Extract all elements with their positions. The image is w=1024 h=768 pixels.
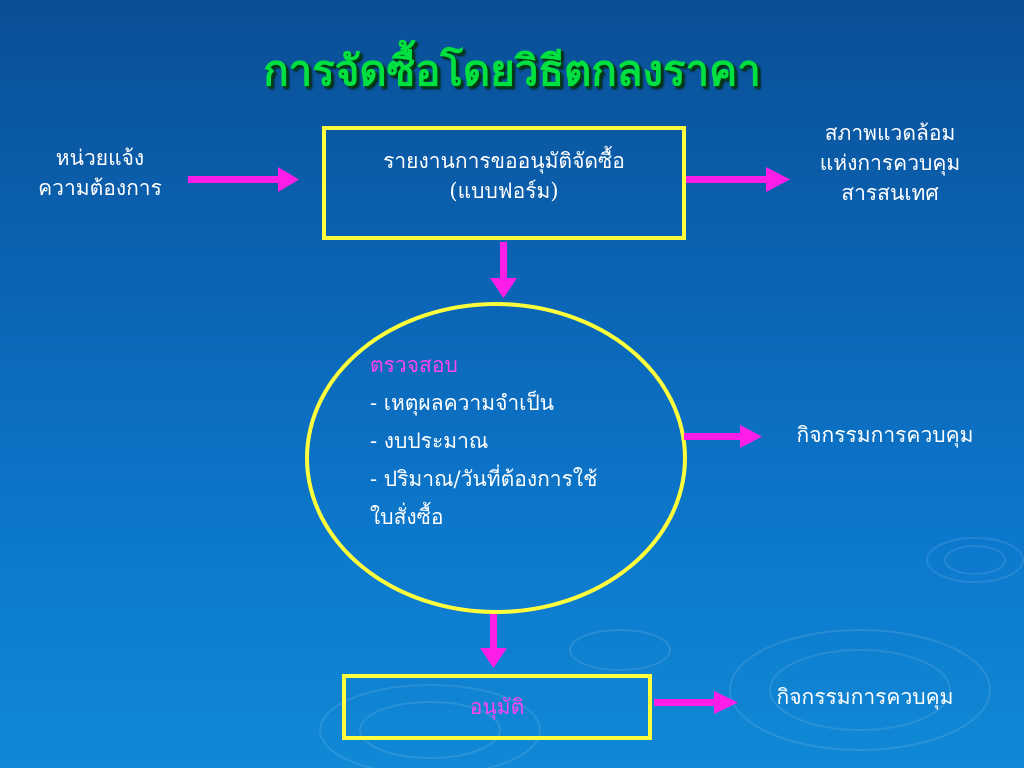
requester-line-1: หน่วยแจ้ง	[55, 146, 145, 170]
report-box-line-1: รายงานการขออนุมัติจัดซื้อ	[383, 149, 625, 173]
requester-line-2: ความต้องการ	[38, 176, 162, 200]
approve-box: อนุมัติ	[342, 674, 652, 740]
check-item-quantity-date: - ปริมาณ/วันที่ต้องการใช้	[370, 467, 598, 491]
check-heading: ตรวจสอบ	[370, 353, 458, 377]
arrow-requester-to-report	[188, 167, 299, 192]
check-ellipse	[305, 302, 687, 614]
control-environment-line-1: สภาพแวดล้อม	[824, 121, 956, 145]
arrow-check-to-control-activity	[684, 425, 762, 448]
slide-title: การจัดซื้อโดยวิธีตกลงราคา	[263, 46, 761, 95]
report-box: รายงานการขออนุมัติจัดซื้อ (แบบฟอร์ม)	[322, 126, 686, 240]
check-item-reason: - เหตุผลความจำเป็น	[370, 391, 555, 415]
arrow-report-to-check	[490, 242, 517, 298]
requester-label: หน่วยแจ้ง ความต้องการ	[10, 143, 190, 203]
check-item-budget: - งบประมาณ	[370, 429, 489, 453]
report-box-line-2: (แบบฟอร์ม)	[449, 179, 559, 203]
arrow-check-to-approve	[480, 614, 507, 668]
control-activity-label-1: กิจกรรมการควบคุม	[796, 423, 974, 447]
approve-label: อนุมัติ	[469, 695, 525, 719]
control-activity-label-2: กิจกรรมการควบคุม	[776, 685, 954, 709]
control-environment-line-3: สารสนเทศ	[841, 181, 939, 205]
check-list: ตรวจสอบ - เหตุผลความจำเป็น - งบประมาณ - …	[370, 346, 670, 536]
control-environment-label: สภาพแวดล้อม แห่งการควบคุม สารสนเทศ	[790, 118, 990, 208]
control-environment-line-2: แห่งการควบคุม	[819, 151, 961, 175]
arrow-report-to-control-environment	[686, 167, 790, 192]
arrow-approve-to-control-activity	[654, 691, 738, 714]
check-item-purchase-order: ใบสั่งซื้อ	[370, 505, 444, 529]
